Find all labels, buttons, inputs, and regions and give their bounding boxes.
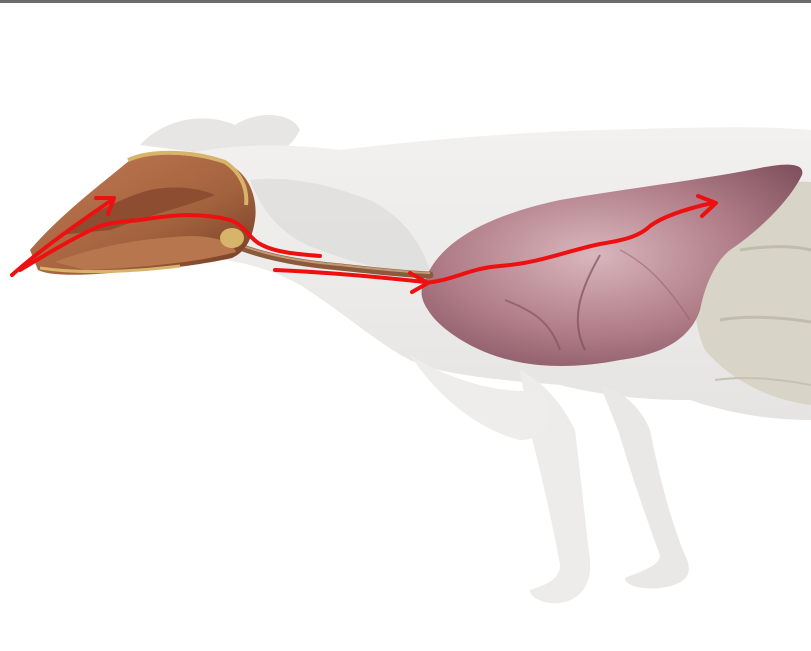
head-section <box>30 153 256 275</box>
front-leg-right <box>600 385 689 588</box>
larynx <box>220 228 244 248</box>
